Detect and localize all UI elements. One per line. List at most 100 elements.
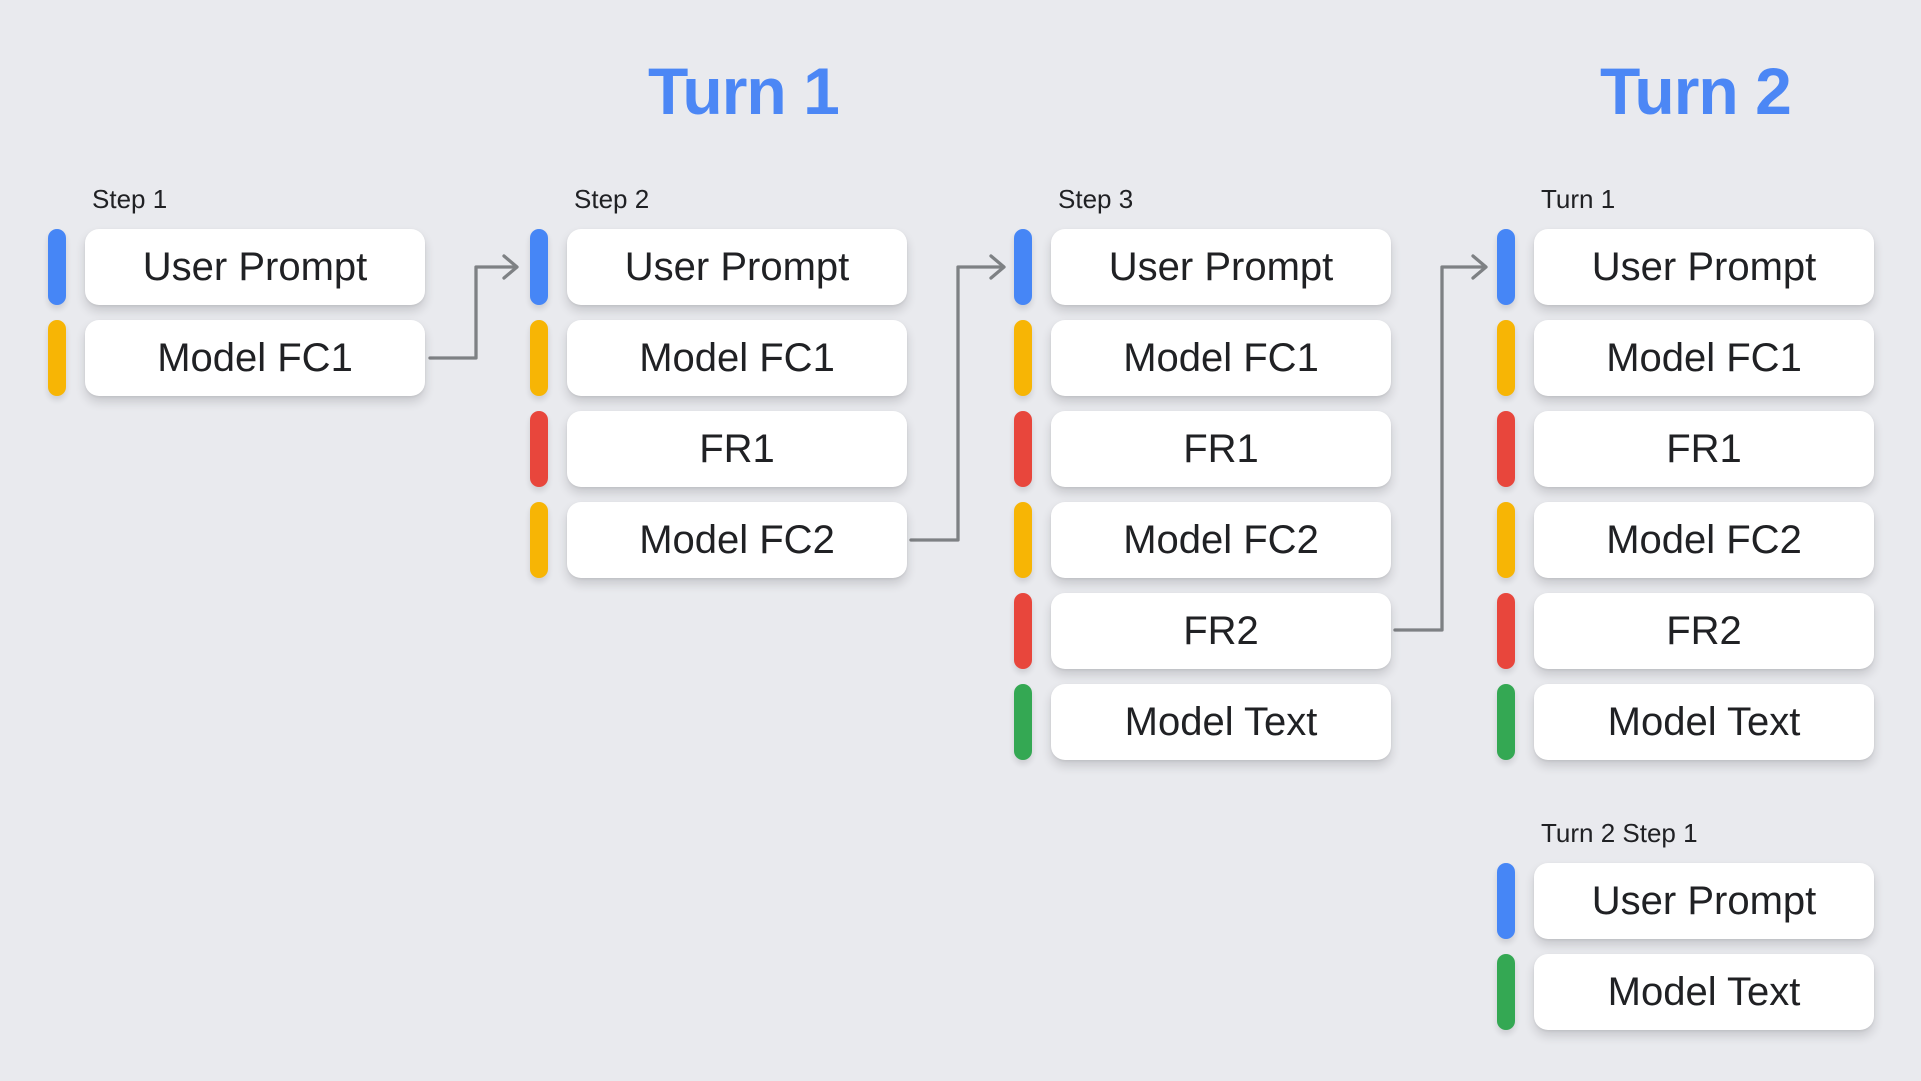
box-model-fc1: Model FC1: [567, 320, 907, 396]
arrow-step3-to-turn1: [1393, 265, 1484, 632]
color-bar-fr2: [1014, 593, 1032, 669]
box-label: FR1: [1666, 426, 1742, 471]
box-model-fc2: Model FC2: [567, 502, 907, 578]
color-bar-user-prompt: [48, 229, 66, 305]
box-user-prompt: User Prompt: [1534, 863, 1874, 939]
column-rows: User Prompt Model FC1 FR1 Model FC2 FR2 …: [1014, 229, 1391, 760]
row-model-fc2: Model FC2: [530, 502, 907, 578]
box-fr2: FR2: [1051, 593, 1391, 669]
box-fr2: FR2: [1534, 593, 1874, 669]
box-fr1: FR1: [567, 411, 907, 487]
box-model-fc2: Model FC2: [1534, 502, 1874, 578]
column-step-2: Step 2 User Prompt Model FC1 FR1 Model F…: [530, 184, 907, 578]
box-label: Model FC1: [1123, 335, 1319, 380]
column-rows: User Prompt Model Text: [1497, 863, 1874, 1030]
color-bar-fr1: [530, 411, 548, 487]
box-model-text: Model Text: [1051, 684, 1391, 760]
row-user-prompt: User Prompt: [1497, 863, 1874, 939]
row-model-text: Model Text: [1497, 954, 1874, 1030]
box-label: FR2: [1183, 608, 1259, 653]
row-user-prompt: User Prompt: [530, 229, 907, 305]
color-bar-model-fc1: [1014, 320, 1032, 396]
row-fr2: FR2: [1014, 593, 1391, 669]
box-model-text: Model Text: [1534, 684, 1874, 760]
row-model-fc1: Model FC1: [1014, 320, 1391, 396]
box-user-prompt: User Prompt: [567, 229, 907, 305]
row-model-text: Model Text: [1014, 684, 1391, 760]
color-bar-model-text: [1497, 684, 1515, 760]
turn-2-title: Turn 2: [1600, 54, 1792, 128]
box-label: User Prompt: [1108, 244, 1334, 289]
box-model-fc1: Model FC1: [1534, 320, 1874, 396]
box-model-fc1: Model FC1: [85, 320, 425, 396]
color-bar-model-fc2: [1497, 502, 1515, 578]
row-fr2: FR2: [1497, 593, 1874, 669]
row-model-text: Model Text: [1497, 684, 1874, 760]
row-fr1: FR1: [530, 411, 907, 487]
box-label: Model Text: [1607, 699, 1801, 744]
row-model-fc1: Model FC1: [1497, 320, 1874, 396]
column-turn-2-step-1: Turn 2 Step 1 User Prompt Model Text: [1497, 818, 1874, 1030]
box-label: Model Text: [1607, 969, 1801, 1014]
row-user-prompt: User Prompt: [1497, 229, 1874, 305]
box-label: Model FC1: [1606, 335, 1802, 380]
column-step-3: Step 3 User Prompt Model FC1 FR1 Model F…: [1014, 184, 1391, 760]
box-label: Model FC2: [1606, 517, 1802, 562]
column-turn-1-history: Turn 1 User Prompt Model FC1 FR1 Model F…: [1497, 184, 1874, 760]
box-label: FR1: [1183, 426, 1259, 471]
color-bar-user-prompt: [530, 229, 548, 305]
color-bar-user-prompt: [1497, 863, 1515, 939]
column-label: Step 3: [1058, 184, 1134, 214]
color-bar-fr1: [1497, 411, 1515, 487]
color-bar-user-prompt: [1014, 229, 1032, 305]
column-step-1: Step 1 User Prompt Model FC1: [48, 184, 425, 396]
color-bar-model-text: [1497, 954, 1515, 1030]
box-user-prompt: User Prompt: [1051, 229, 1391, 305]
arrow-step1-to-step2: [428, 265, 515, 360]
row-user-prompt: User Prompt: [48, 229, 425, 305]
arrowhead-icon: [989, 254, 1006, 280]
column-label: Turn 1: [1541, 184, 1616, 214]
box-label: Model FC2: [639, 517, 835, 562]
color-bar-user-prompt: [1497, 229, 1515, 305]
color-bar-fr2: [1497, 593, 1515, 669]
box-label: FR2: [1666, 608, 1742, 653]
color-bar-model-fc2: [530, 502, 548, 578]
box-label: Model FC2: [1123, 517, 1319, 562]
column-rows: User Prompt Model FC1: [48, 229, 425, 396]
row-fr1: FR1: [1497, 411, 1874, 487]
box-model-fc2: Model FC2: [1051, 502, 1391, 578]
box-model-text: Model Text: [1534, 954, 1874, 1030]
column-label: Step 2: [574, 184, 650, 214]
row-user-prompt: User Prompt: [1014, 229, 1391, 305]
column-rows: User Prompt Model FC1 FR1 Model FC2: [530, 229, 907, 578]
box-label: User Prompt: [142, 244, 368, 289]
arrow-step2-to-step3: [909, 265, 1002, 542]
box-label: Model FC1: [639, 335, 835, 380]
row-fr1: FR1: [1014, 411, 1391, 487]
box-label: Model Text: [1124, 699, 1318, 744]
color-bar-model-text: [1014, 684, 1032, 760]
turn-1-title: Turn 1: [648, 54, 840, 128]
box-fr1: FR1: [1534, 411, 1874, 487]
box-user-prompt: User Prompt: [85, 229, 425, 305]
box-label: Model FC1: [157, 335, 353, 380]
row-model-fc1: Model FC1: [48, 320, 425, 396]
box-label: FR1: [699, 426, 775, 471]
color-bar-model-fc2: [1014, 502, 1032, 578]
box-fr1: FR1: [1051, 411, 1391, 487]
column-label: Turn 2 Step 1: [1541, 818, 1698, 848]
arrowhead-icon: [502, 254, 519, 280]
column-label: Step 1: [92, 184, 168, 214]
row-model-fc2: Model FC2: [1014, 502, 1391, 578]
color-bar-model-fc1: [48, 320, 66, 396]
box-model-fc1: Model FC1: [1051, 320, 1391, 396]
color-bar-fr1: [1014, 411, 1032, 487]
column-rows: User Prompt Model FC1 FR1 Model FC2 FR2 …: [1497, 229, 1874, 760]
box-label: User Prompt: [624, 244, 850, 289]
box-label: User Prompt: [1591, 244, 1817, 289]
row-model-fc1: Model FC1: [530, 320, 907, 396]
color-bar-model-fc1: [530, 320, 548, 396]
box-user-prompt: User Prompt: [1534, 229, 1874, 305]
